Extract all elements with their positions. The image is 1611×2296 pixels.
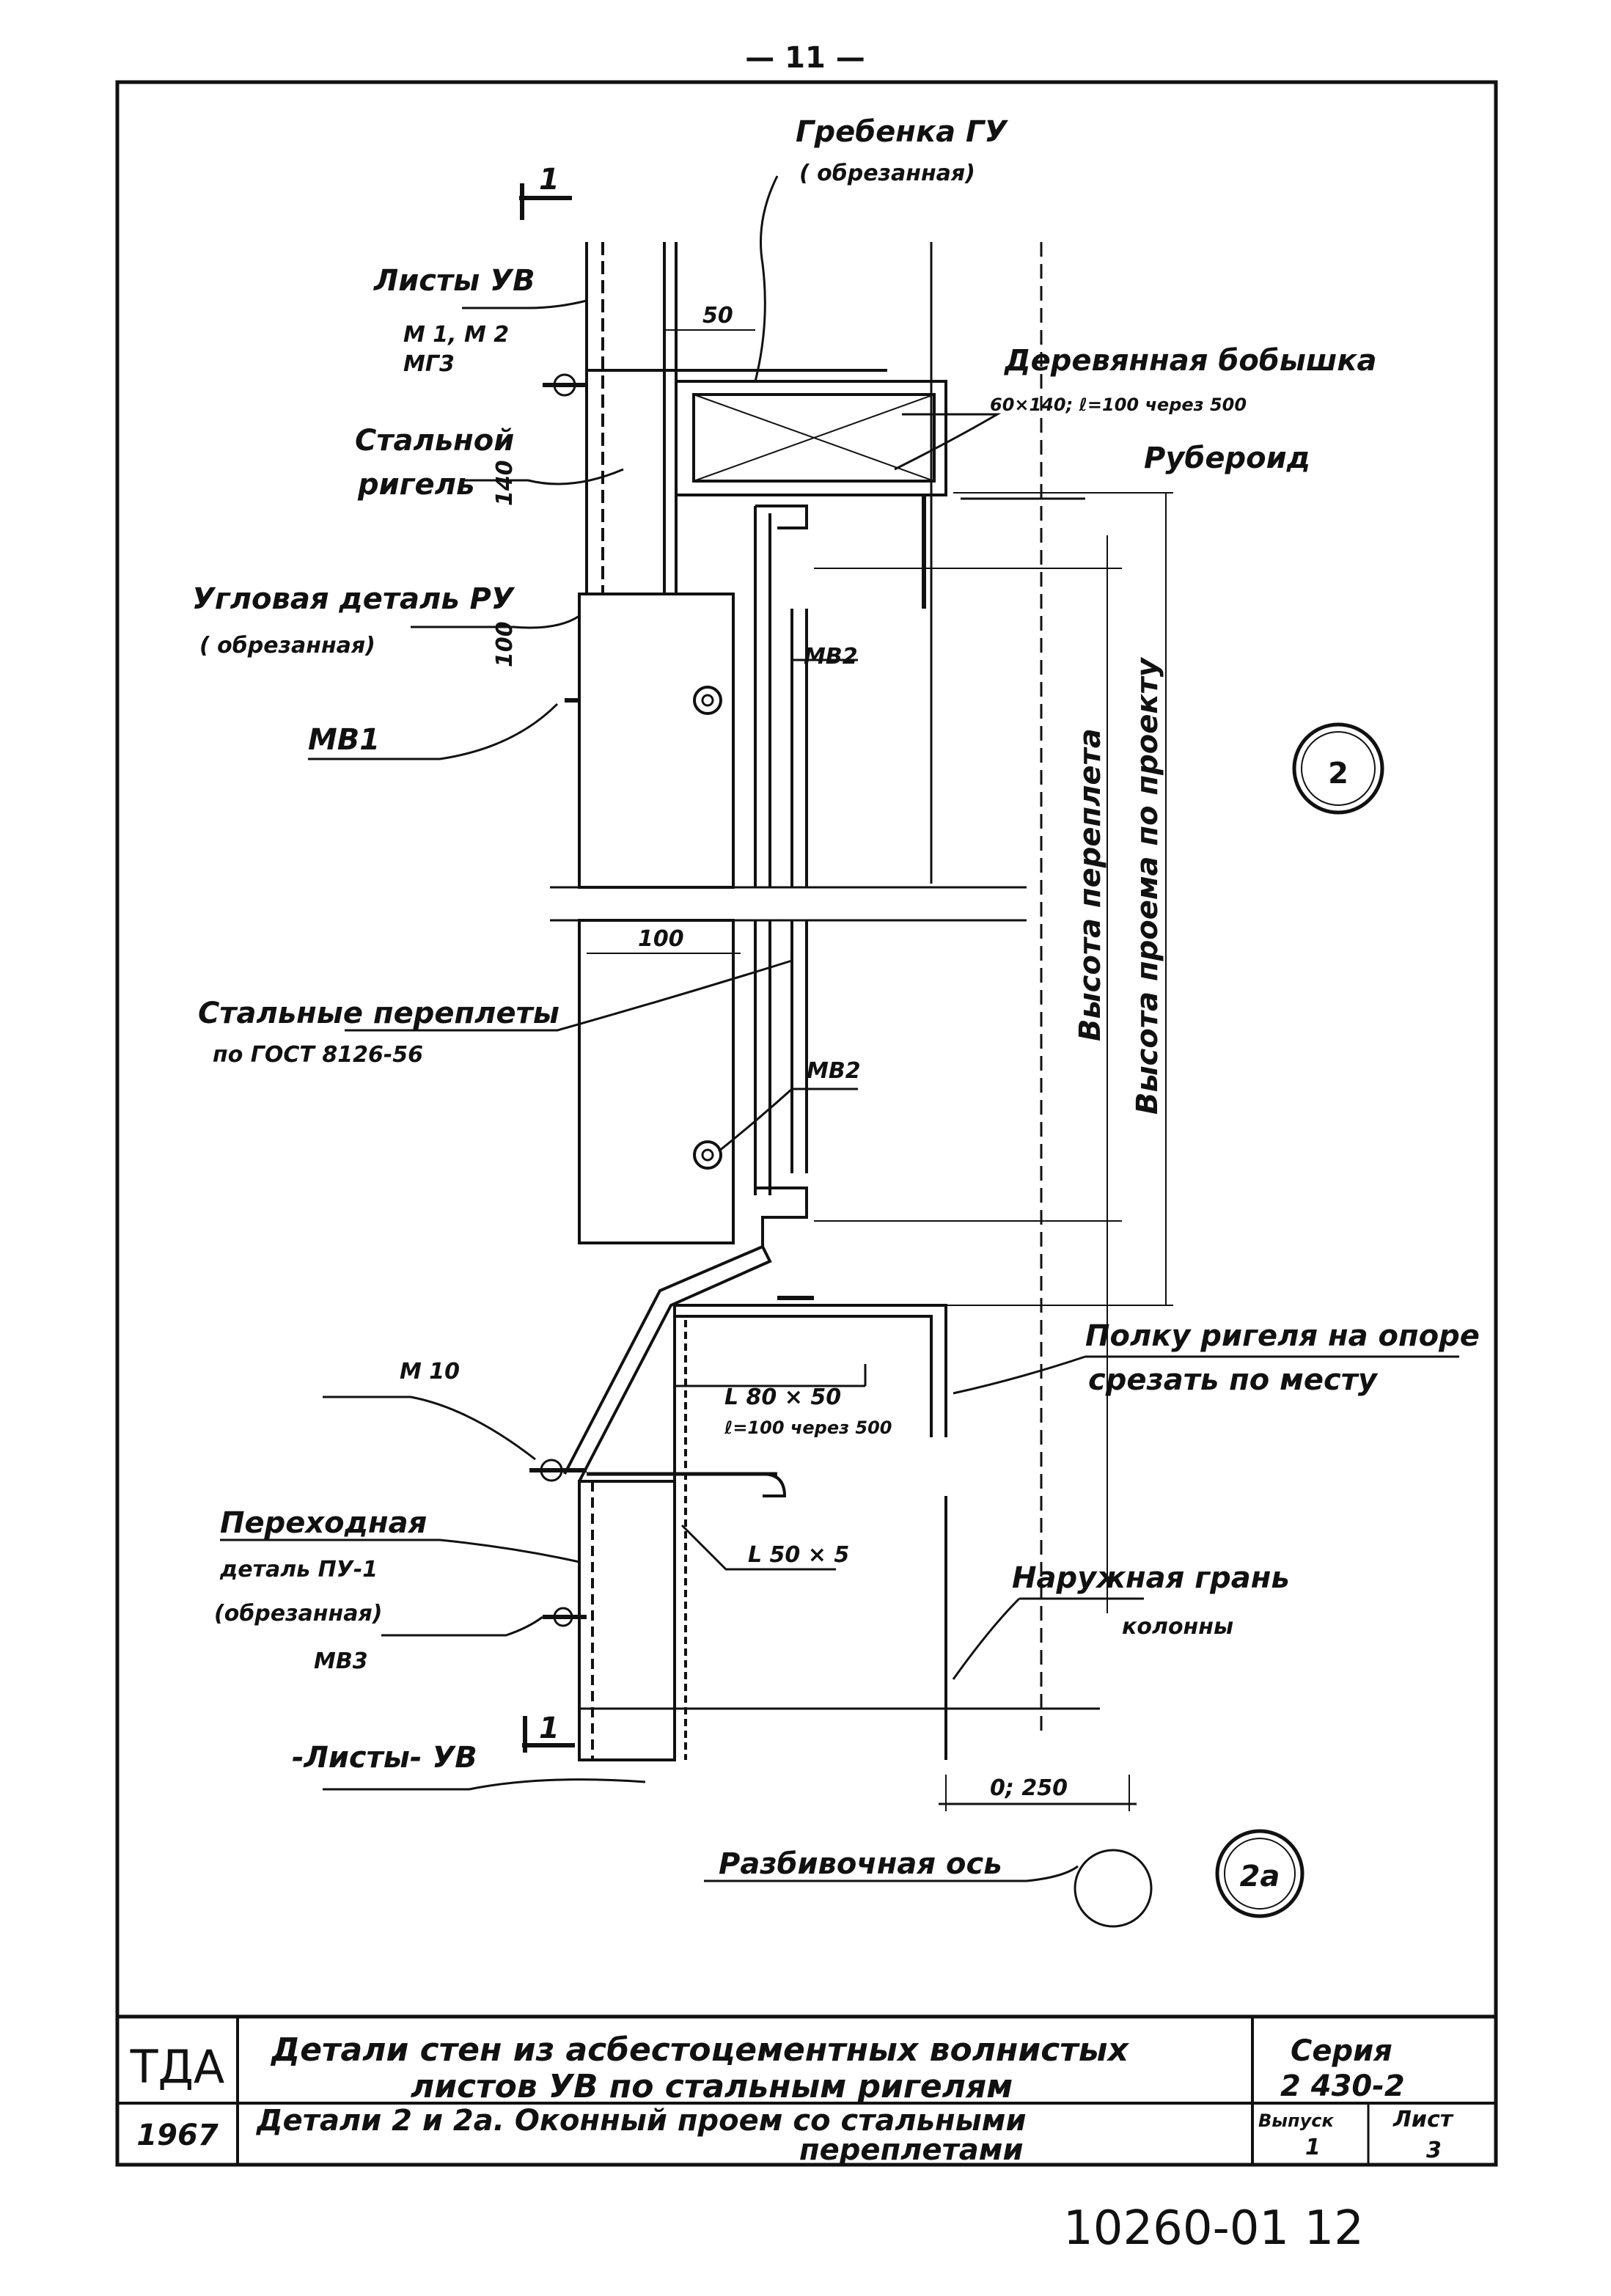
label-grebenka-2: ( обрезанная) (799, 161, 975, 186)
label-mb2-top: МВ2 (804, 644, 858, 670)
callout-circle-2a-inner (1224, 1838, 1296, 1910)
section-mark-top-label: 1 (539, 163, 559, 197)
column-face (814, 242, 1173, 1760)
section-mark-bottom (522, 1716, 575, 1753)
title-block-year: 1967 (136, 2119, 218, 2152)
label-m10: М 10 (400, 1359, 460, 1384)
label-stalnye-perelety-1: Стальные переплеты (198, 997, 559, 1030)
label-listy-uv-top-3: МГ3 (403, 351, 455, 377)
label-stalnoy-rigel-2: ригель (357, 468, 474, 502)
label-listy-uv-top-2: М 1, М 2 (403, 322, 509, 348)
label-dim-140: 140 (492, 460, 518, 506)
asbestos-sheets-top (585, 242, 678, 594)
title-block-subtitle-2: переплетами (799, 2133, 1024, 2167)
label-dim-0-250: 0; 250 (990, 1775, 1068, 1801)
label-mb1: МВ1 (308, 723, 380, 757)
title-block-org: ТДА (130, 2040, 225, 2094)
label-uglovaya-1: Угловая деталь РУ (192, 582, 515, 616)
title-block-issue-value: 1 (1305, 2135, 1321, 2160)
callout-circle-2-inner (1301, 731, 1376, 806)
label-derevyannaya-1: Деревянная бобышка (1003, 344, 1377, 378)
label-mb3: МВ3 (314, 1648, 368, 1674)
label-uglovaya-2: ( обрезанная) (199, 633, 375, 659)
title-block-series-label: Серия (1291, 2034, 1392, 2068)
callout-2-label: 2 (1328, 757, 1348, 791)
label-stalnye-perelety-2: по ГОСТ 8126-56 (213, 1042, 423, 1068)
label-stalnoy-rigel-1: Стальной (355, 424, 514, 458)
axis-circle (1074, 1849, 1153, 1928)
steel-girder-top (587, 369, 947, 609)
label-derevyannaya-2: 60×140; ℓ=100 через 500 (990, 395, 1247, 415)
callout-circle-2a (1215, 1829, 1304, 1918)
label-l50: L 50 × 5 (748, 1542, 849, 1568)
label-perekhodnaya-3: (обрезанная) (214, 1601, 382, 1626)
label-naruzhnaya-2: колонны (1122, 1614, 1233, 1640)
dim-0-250-line (939, 1775, 1137, 1811)
title-block-sheet-value: 3 (1426, 2138, 1442, 2163)
label-perekhodnaya-1: Переходная (220, 1506, 427, 1540)
page-number: — 11 — (745, 41, 865, 75)
callout-2a-label: 2a (1240, 1860, 1280, 1893)
label-razbivochnaya: Разбивочная ось (719, 1847, 1002, 1881)
title-block-issue-label: Выпуск (1258, 2110, 1334, 2131)
label-mb2-bottom: МВ2 (807, 1058, 861, 1084)
leader-lines (220, 175, 1459, 1882)
label-polku-2: срезать по месту (1088, 1363, 1379, 1397)
stamp-number: 10260-01 12 (1063, 2201, 1364, 2256)
lower-girder (563, 1244, 947, 1497)
section-mark-bottom-label: 1 (539, 1712, 559, 1745)
transition-detail (578, 1305, 1100, 1761)
label-dim-100-h: 100 (638, 926, 684, 952)
label-grebenka-1: Гребенка ГУ (796, 115, 1009, 149)
label-listy-uv-top-1: Листы УВ (373, 264, 535, 298)
label-ruberoid: Рубероид (1144, 441, 1310, 475)
label-perekhodnaya-2: деталь ПУ-1 (219, 1557, 378, 1582)
label-l80-note: ℓ=100 через 500 (724, 1417, 892, 1438)
label-dim-100-v: 100 (492, 621, 518, 667)
label-naruzhnaya-1: Наружная грань (1012, 1561, 1290, 1595)
label-listy-uv-bottom: -Листы- УВ (292, 1741, 477, 1775)
label-vysota-proema: Высота проема по проекту (1131, 656, 1164, 1115)
window-frame-section (565, 505, 808, 889)
title-block-subtitle-1: Детали 2 и 2а. Оконный проем со стальным… (255, 2104, 1027, 2138)
sheet-frame (115, 80, 1498, 2167)
title-block-title-2: листов УВ по стальным ригелям (411, 2068, 1013, 2105)
section-mark-top (519, 183, 572, 220)
title-block-title-1: Детали стен из асбестоцементных волнисты… (270, 2031, 1130, 2069)
title-block-sheet-label: Лист (1392, 2107, 1454, 2132)
label-dim-50: 50 (702, 303, 733, 329)
callout-circle-2 (1292, 722, 1384, 815)
title-block-series-value: 2 430-2 (1280, 2069, 1405, 2103)
bolt-top (543, 373, 587, 397)
window-frame-lower (578, 919, 808, 1247)
label-l80: L 80 × 50 (724, 1384, 841, 1410)
label-polku-1: Полку ригеля на опоре (1085, 1319, 1480, 1353)
detail-drawing (220, 175, 1459, 1928)
label-vysota-perepleta: Высота переплета (1074, 728, 1107, 1041)
bolt-m10 (529, 1459, 587, 1482)
